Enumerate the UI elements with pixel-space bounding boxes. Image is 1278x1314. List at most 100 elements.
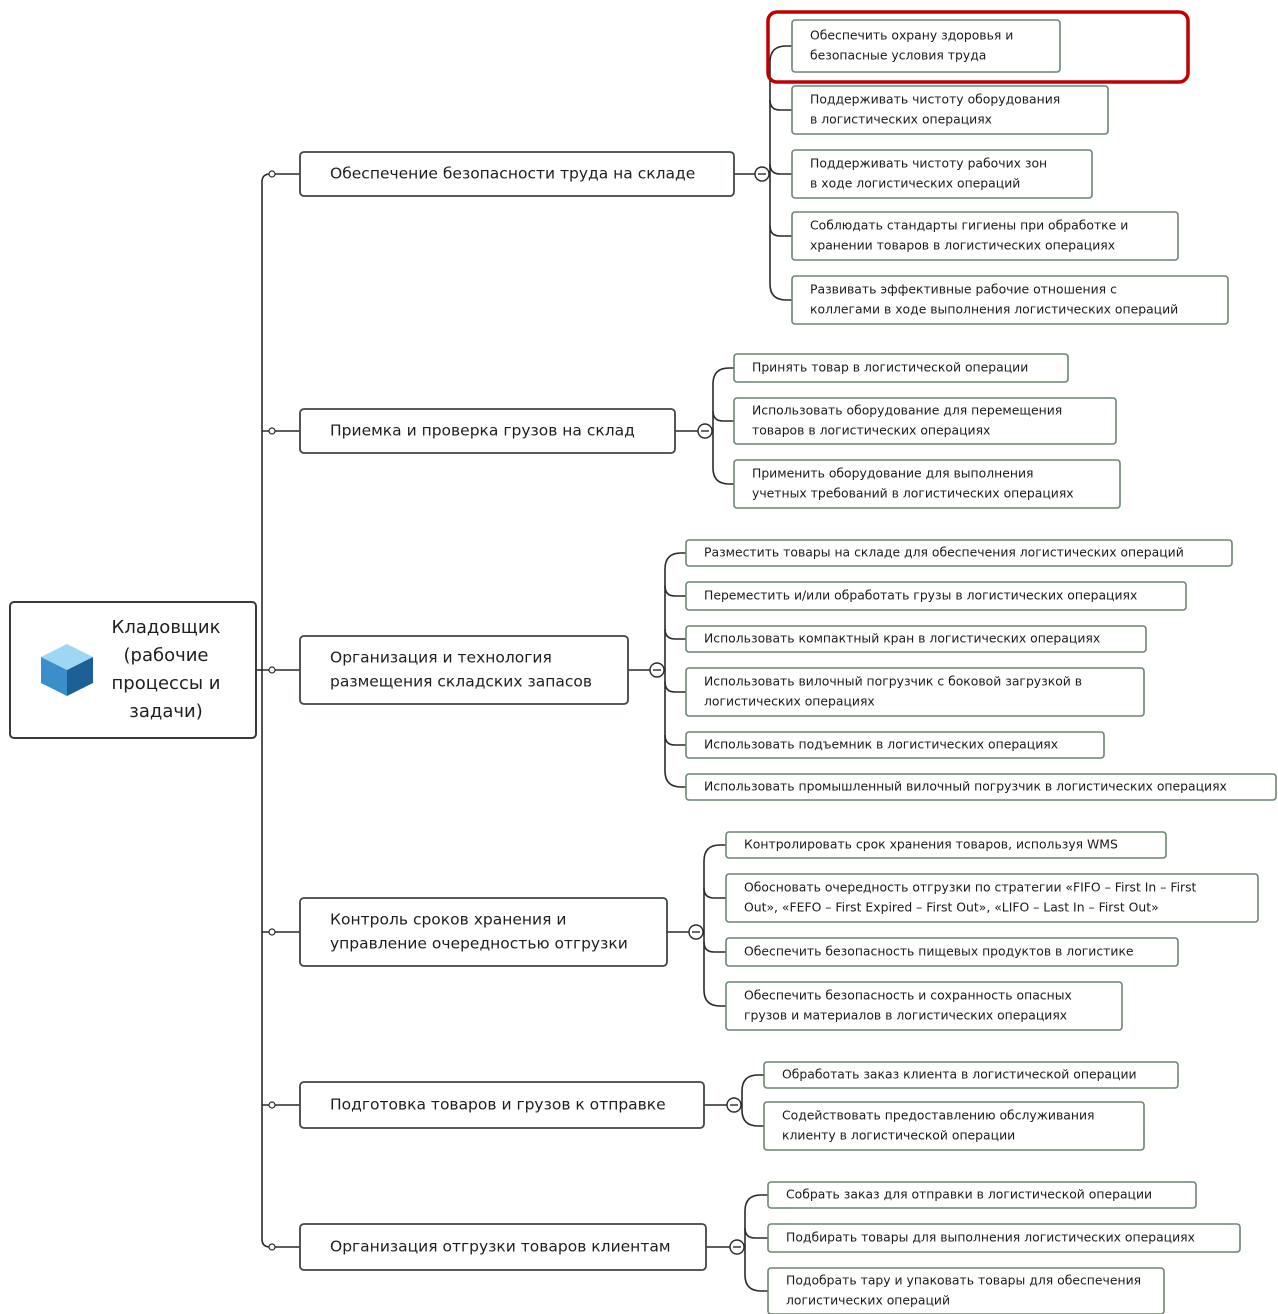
leaf-connector <box>664 585 686 597</box>
leaf-node-frame <box>685 581 1187 611</box>
leaf-node[interactable]: Обеспечить безопасность и сохранность оп… <box>725 981 1123 1031</box>
leaf-node[interactable]: Использовать промышленный вилочный погру… <box>685 773 1277 801</box>
leaf-label: коллегами в ходе выполнения логистически… <box>810 302 1178 317</box>
root-label: Кладовщик <box>112 617 221 638</box>
leaf-node[interactable]: Обеспечить безопасность пищевых продукто… <box>725 937 1179 967</box>
leaf-node-frame <box>767 1267 1165 1314</box>
branch-node[interactable]: Приемка и проверка грузов на склад <box>299 408 676 454</box>
leaf-connector <box>664 770 686 788</box>
leaf-node[interactable]: Разместить товары на складе для обеспече… <box>685 539 1233 567</box>
leaf-node-frame <box>685 773 1277 801</box>
leaf-node[interactable]: Обработать заказ клиента в логистической… <box>763 1061 1179 1089</box>
leaf-label: Поддерживать чистоту оборудования <box>810 92 1060 107</box>
cube-icon <box>41 644 93 696</box>
leaf-label: Поддерживать чистоту рабочих зон <box>810 156 1047 171</box>
leaf-label: Использовать вилочный погрузчик с боково… <box>704 674 1082 689</box>
leaf-node[interactable]: Применить оборудование для выполненияуче… <box>733 459 1121 509</box>
branch-node[interactable]: Обеспечение безопасности труда на складе <box>299 151 735 197</box>
leaf-connector <box>703 887 726 899</box>
collapse-toggle-icon[interactable] <box>697 423 713 439</box>
leaf-connector <box>741 1109 764 1127</box>
leaf-label: Развивать эффективные рабочие отношения … <box>810 282 1117 297</box>
leaf-label: Использовать промышленный вилочный погру… <box>704 779 1227 794</box>
branch-node[interactable]: Подготовка товаров и грузов к отправке <box>299 1081 705 1129</box>
leaf-node[interactable]: Поддерживать чистоту оборудования в логис… <box>791 85 1109 135</box>
leaf-label: логистических операциях <box>704 694 875 709</box>
leaf-node[interactable]: Использовать оборудование для перемещени… <box>733 397 1117 445</box>
leaf-node-frame <box>725 937 1179 967</box>
leaf-node[interactable]: Обосновать очередность отгрузки по страт… <box>725 873 1259 923</box>
leaf-node-frame <box>733 353 1069 383</box>
leaf-node[interactable]: Подобрать тару и упаковать товары для об… <box>767 1267 1165 1314</box>
leaf-label: Содействовать предоставлению обслуживани… <box>782 1108 1094 1123</box>
leaf-label: Обеспечить охрану здоровья и <box>810 28 1013 43</box>
branch-label: размещения складских запасов <box>330 673 592 691</box>
leaf-label: Использовать оборудование для перемещени… <box>752 403 1062 418</box>
leaf-node[interactable]: Подбирать товары для выполнения логистич… <box>767 1223 1241 1253</box>
branch-node-frame <box>299 635 629 705</box>
leaf-connector <box>744 1227 768 1239</box>
leaf-label: Принять товар в логистической операции <box>752 360 1028 375</box>
branch-node-frame <box>299 1223 707 1271</box>
branch-port-dot <box>268 666 276 674</box>
collapse-toggle-icon[interactable] <box>754 166 770 182</box>
leaf-node-frame <box>733 397 1117 445</box>
leaf-node-frame <box>767 1223 1241 1253</box>
root-node-frame <box>9 601 257 739</box>
leaf-label: товаров в логистических операциях <box>752 423 990 438</box>
leaf-node-frame <box>685 731 1105 759</box>
leaf-node[interactable]: Принять товар в логистической операции <box>733 353 1069 383</box>
leaf-node[interactable]: Контролировать срок хранения товаров, ис… <box>725 831 1167 859</box>
leaf-connector <box>769 283 792 301</box>
leaf-node[interactable]: Использовать вилочный погрузчик с боково… <box>685 667 1145 717</box>
leaf-connector <box>712 410 734 422</box>
leaf-node-frame <box>791 211 1179 261</box>
leaf-connector <box>744 1274 768 1292</box>
branch-node-frame <box>299 151 735 197</box>
leaf-node[interactable]: Собрать заказ для отправки в логистическ… <box>767 1181 1197 1209</box>
leaf-node[interactable]: Использовать компактный кран в логистиче… <box>685 625 1147 653</box>
leaf-connector <box>769 45 792 63</box>
branch-node-frame <box>299 408 676 454</box>
leaf-connector <box>703 989 726 1007</box>
branch-connector <box>261 1238 300 1248</box>
branch-node[interactable]: Организация отгрузки товаров клиентам <box>299 1223 707 1271</box>
leaf-label: Обосновать очередность отгрузки по страт… <box>744 880 1197 895</box>
leaf-connector <box>703 941 726 953</box>
leaf-node[interactable]: Соблюдать стандарты гигиены при обработк… <box>791 211 1179 261</box>
collapse-toggle-icon[interactable] <box>729 1239 745 1255</box>
leaf-label: Подбирать товары для выполнения логистич… <box>786 1230 1195 1245</box>
collapse-toggle-icon[interactable] <box>649 662 665 678</box>
leaf-node-frame <box>685 667 1145 717</box>
leaf-node-frame <box>733 459 1121 509</box>
collapse-toggle-icon[interactable] <box>688 924 704 940</box>
leaf-node[interactable]: Содействовать предоставлению обслуживани… <box>763 1101 1145 1151</box>
leaf-label: Собрать заказ для отправки в логистическ… <box>786 1187 1152 1202</box>
leaf-node[interactable]: Использовать подъемник в логистических о… <box>685 731 1105 759</box>
branch-connector <box>261 173 300 183</box>
branch-port-dot <box>268 1243 276 1251</box>
leaf-node[interactable]: Развивать эффективные рабочие отношения … <box>791 275 1229 325</box>
leaf-label: хранении товаров в логистических операци… <box>810 238 1115 253</box>
leaf-connector <box>769 99 792 111</box>
branch-port-dot <box>268 427 276 435</box>
branch-port-dot <box>268 170 276 178</box>
leaf-node-frame <box>763 1061 1179 1089</box>
root-label: (рабочие <box>124 645 209 666</box>
leaf-node-frame <box>725 831 1167 859</box>
leaf-node[interactable]: Переместить и/или обработать грузы в лог… <box>685 581 1187 611</box>
leaf-node-frame <box>685 539 1233 567</box>
leaf-node-frame <box>791 19 1061 73</box>
branch-label: Приемка и проверка грузов на склад <box>330 422 635 440</box>
leaf-node-frame <box>791 85 1109 135</box>
leaf-label: в логистических операциях <box>810 112 992 127</box>
leaf-label: Обеспечить безопасность пищевых продукто… <box>744 944 1134 959</box>
collapse-toggle-icon[interactable] <box>726 1097 742 1113</box>
leaf-label: Использовать подъемник в логистических о… <box>704 737 1058 752</box>
